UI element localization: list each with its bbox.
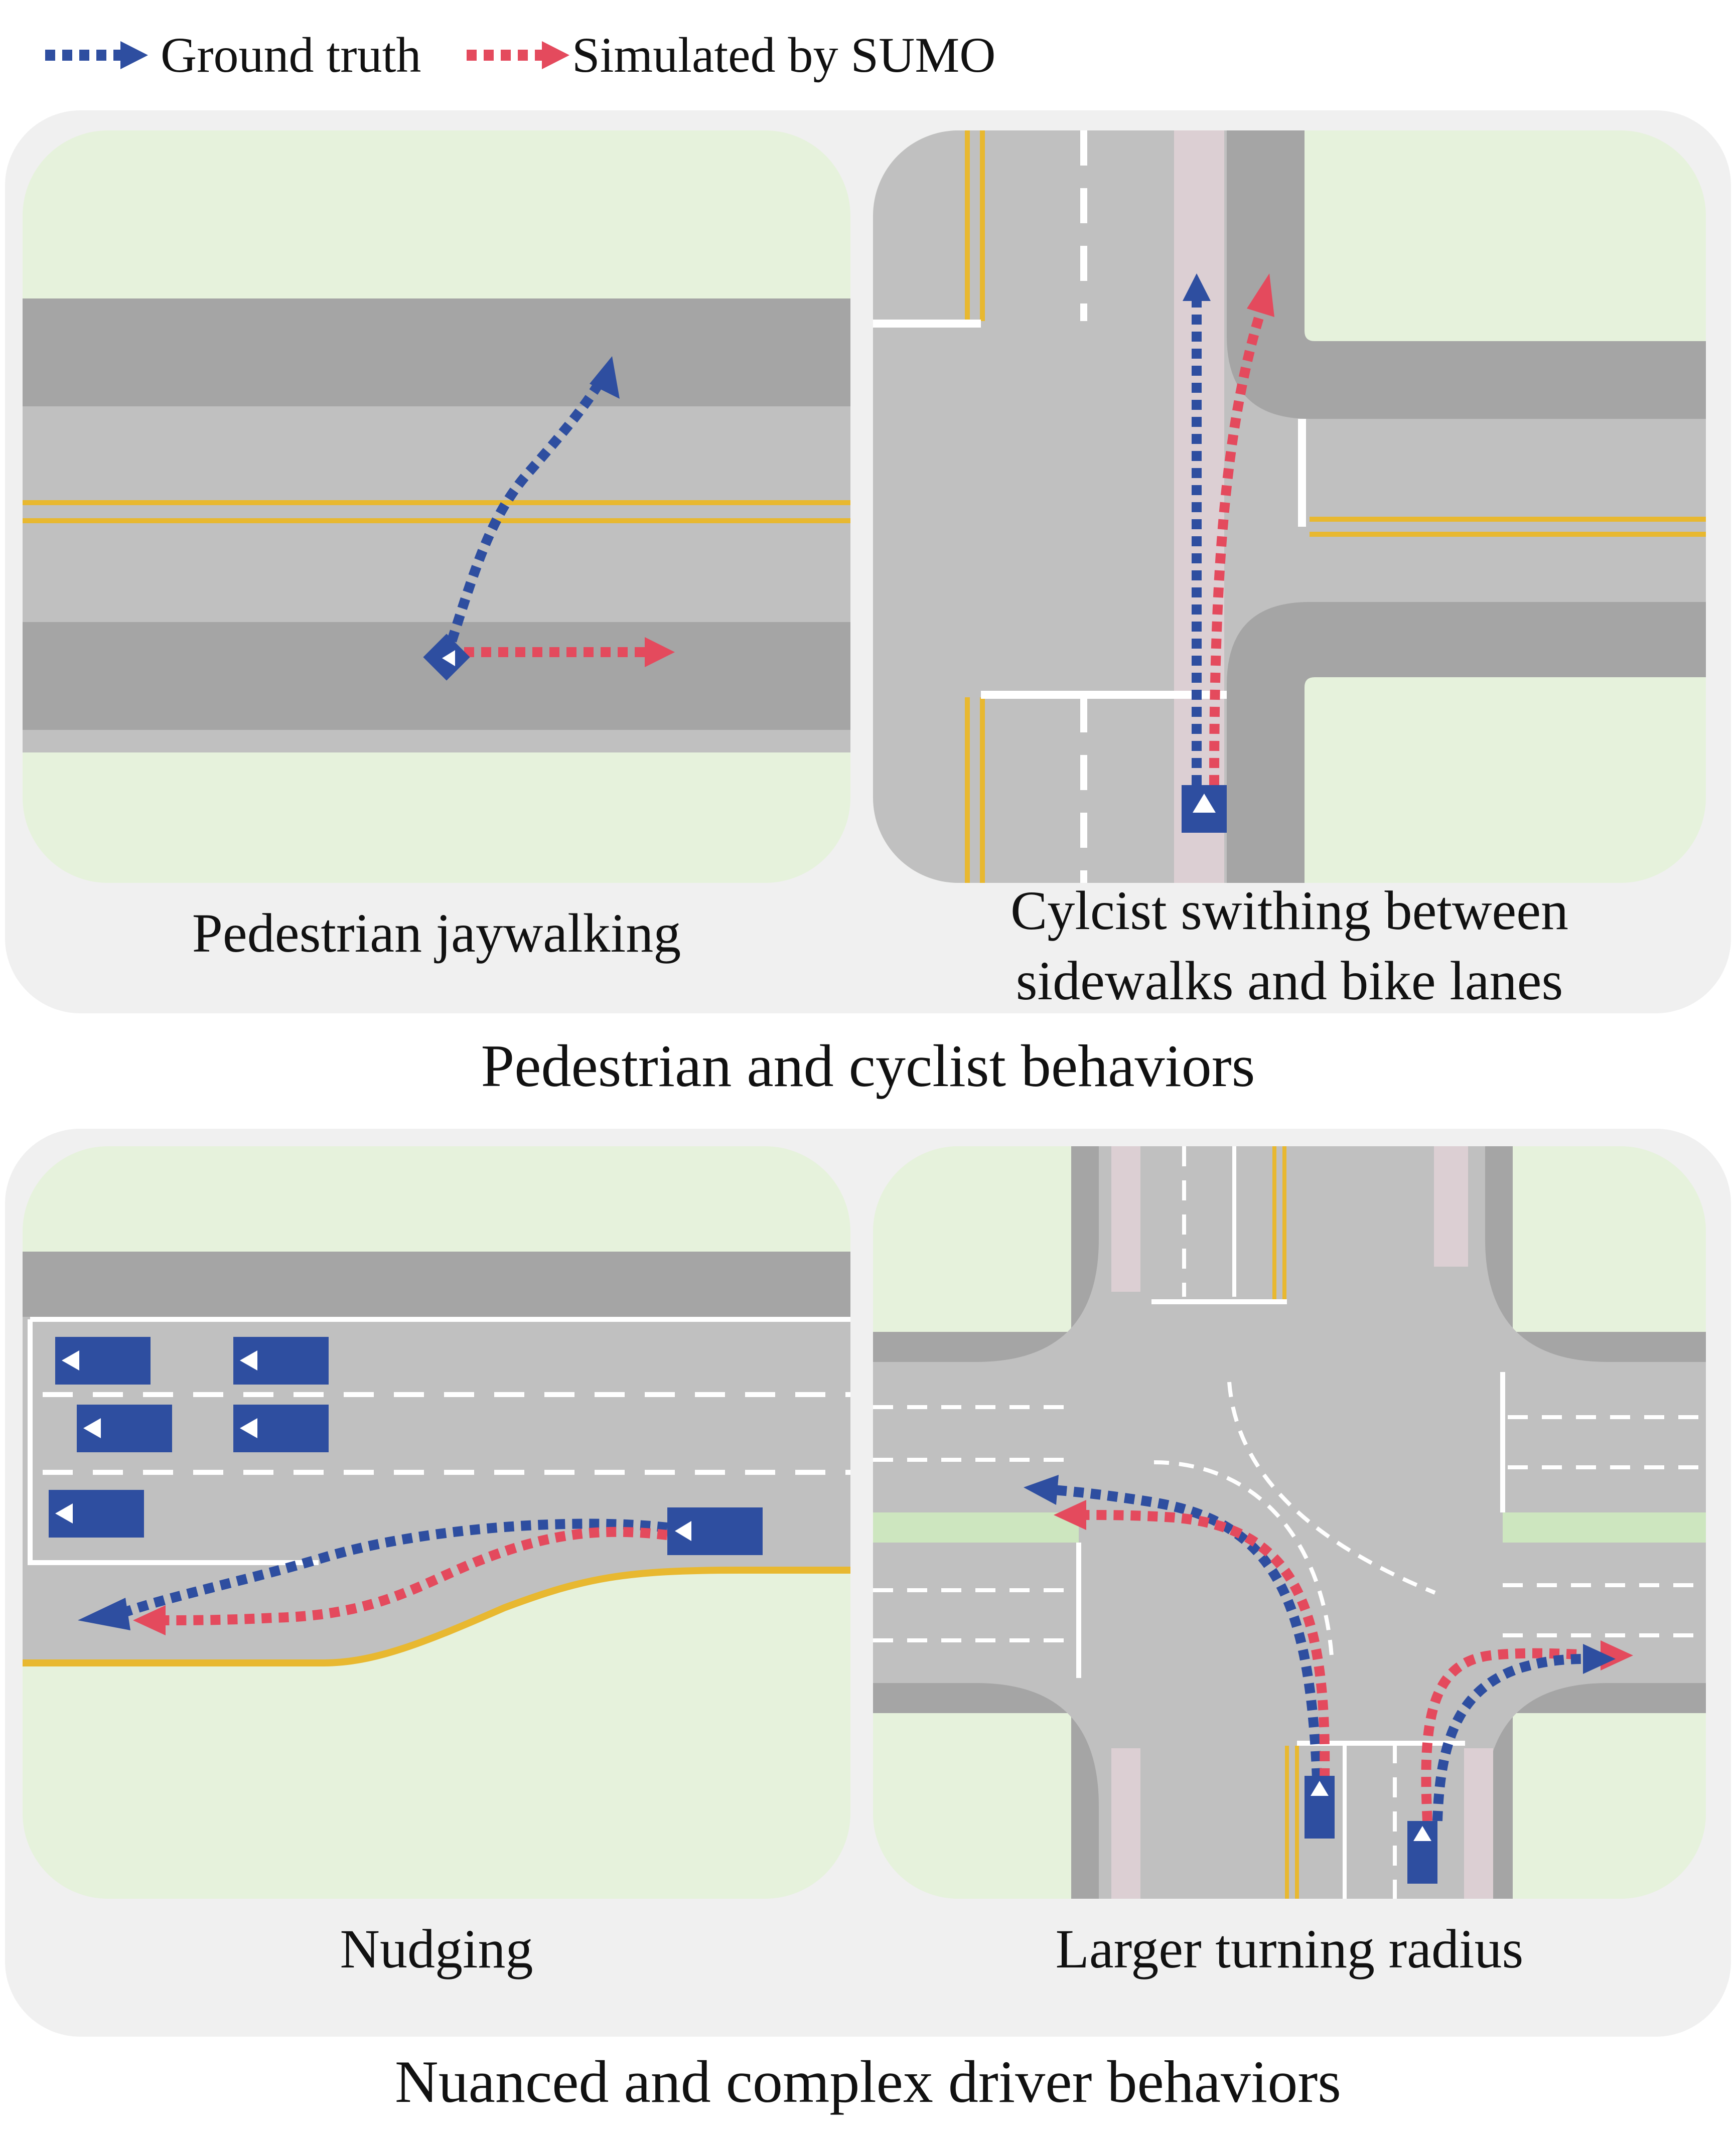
caption-cyclist-line-1: Cylcist swithing between	[1010, 880, 1569, 941]
simulated-right-turn-arrowhead	[1601, 1640, 1633, 1670]
ground-truth-arrowhead	[78, 1598, 130, 1630]
group-title-driver-behaviors: Nuanced and complex driver behaviors	[395, 2048, 1341, 2115]
ground-truth-arrow-icon	[45, 41, 148, 69]
ground-truth-right-turn-trajectory	[1432, 1654, 1586, 1821]
ground-truth-right-turn-arrowhead	[1583, 1644, 1616, 1674]
roadway	[23, 1317, 850, 1663]
group-title-pedestrian-cyclist: Pedestrian and cyclist behaviors	[481, 1032, 1255, 1099]
simulated-arrowhead	[1247, 273, 1274, 317]
caption-larger-turning-radius: Larger turning radius	[1055, 1918, 1524, 1979]
legend-simulated-label: Simulated by SUMO	[572, 27, 996, 83]
ego-vehicle-direction-icon	[675, 1521, 691, 1541]
simulated-trajectory	[163, 1527, 668, 1625]
left-turning-vehicle-direction-icon	[1311, 1781, 1329, 1796]
simulated-left-turn-trajectory	[1083, 1510, 1330, 1779]
sidewalk-top	[23, 298, 850, 406]
parked-vehicle	[49, 1490, 144, 1538]
ground-truth-arrowhead	[590, 356, 620, 399]
parked-vehicle	[233, 1337, 329, 1385]
sidewalk-corner-top	[1227, 130, 1706, 419]
parked-vehicle	[233, 1405, 329, 1452]
sidewalk-bottom	[23, 622, 850, 730]
caption-pedestrian-jaywalking: Pedestrian jaywalking	[192, 902, 681, 964]
caption-cyclist-line-2: sidewalks and bike lanes	[1016, 950, 1563, 1011]
ground-truth-trajectory	[121, 1518, 668, 1618]
sidewalk-corner-bottom	[1227, 602, 1706, 883]
ground-truth-trajectory	[442, 371, 609, 659]
panel-nudging	[23, 1146, 850, 1899]
panel-pedestrian-jaywalking	[23, 130, 850, 883]
caption-nudging: Nudging	[340, 1918, 533, 1979]
right-turning-vehicle-direction-icon	[1413, 1826, 1431, 1841]
cyclist-direction-icon	[1193, 794, 1216, 813]
simulated-arrow-icon	[467, 41, 569, 69]
ground-truth-left-turn-arrowhead	[1024, 1475, 1059, 1505]
ground-truth-arrowhead	[1183, 273, 1211, 301]
panel-cyclist-switching	[873, 130, 1706, 883]
side-road	[1305, 409, 1706, 604]
simulated-arrowhead	[645, 637, 675, 667]
pedestrian-direction-icon	[442, 650, 455, 666]
simulated-arrowhead	[133, 1605, 166, 1635]
panel-larger-turning-radius	[873, 1146, 1706, 1899]
simulated-right-turn-trajectory	[1421, 1648, 1604, 1821]
parked-vehicle	[77, 1405, 172, 1452]
ground-truth-left-turn-trajectory	[1053, 1485, 1322, 1779]
sidewalk	[23, 1252, 850, 1317]
simulated-trajectory	[1209, 315, 1264, 786]
road-edge-yellow	[23, 1567, 850, 1666]
simulated-left-turn-arrowhead	[1054, 1500, 1086, 1530]
parked-vehicle	[55, 1337, 151, 1385]
legend-ground-truth-label: Ground truth	[161, 27, 421, 83]
